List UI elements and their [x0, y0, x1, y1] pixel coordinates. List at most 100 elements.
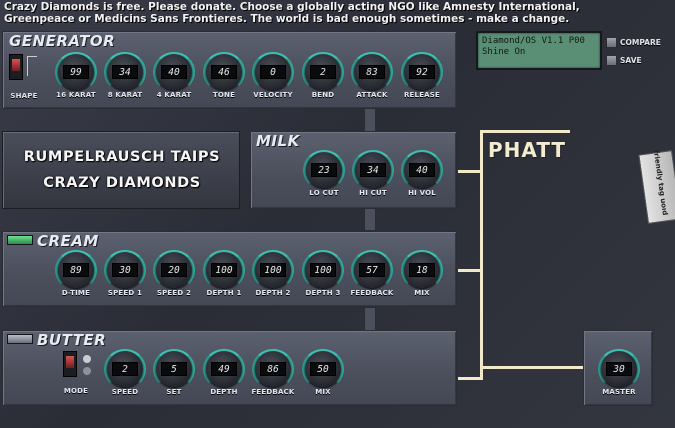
display-line-2: Shine On — [482, 47, 526, 57]
knob-value: 89 — [63, 263, 89, 277]
knob-label: FEEDBACK — [350, 289, 394, 297]
knob-value: 30 — [606, 362, 632, 376]
knob-value: 100 — [260, 263, 286, 277]
knob-8-karat[interactable]: 34 8 KARAT — [104, 52, 146, 100]
knob-16-karat[interactable]: 99 16 KARAT — [55, 52, 97, 100]
knob-label: 4 KARAT — [156, 91, 192, 99]
connector — [364, 307, 376, 331]
knob-label: 8 KARAT — [107, 91, 143, 99]
knob-value: 18 — [409, 263, 435, 277]
butter-title: BUTTER — [37, 331, 107, 349]
knob-label: HI CUT — [359, 189, 387, 197]
mode-switch[interactable] — [63, 351, 77, 377]
connector — [364, 108, 376, 132]
knob-label: SPEED 1 — [107, 289, 143, 297]
mode-indicator-icon — [83, 355, 91, 363]
knob-value: 0 — [260, 65, 286, 79]
knob-label: MIX — [315, 388, 331, 396]
phatt-route — [458, 269, 482, 272]
save-label: SAVE — [620, 56, 642, 65]
knob-value: 100 — [310, 263, 336, 277]
milk-title: MILK — [256, 132, 300, 150]
knob-label: RELEASE — [403, 91, 441, 99]
knob-value: 83 — [359, 65, 385, 79]
knob-value: 50 — [310, 362, 336, 376]
knob-label: HI VOL — [408, 189, 436, 197]
compare-button[interactable] — [606, 37, 617, 48]
mode-indicator-icon — [83, 367, 91, 375]
knob-value: 40 — [409, 163, 435, 177]
phatt-route — [458, 170, 482, 173]
knob-label: SET — [166, 388, 182, 396]
knob-label: MIX — [414, 289, 430, 297]
connector — [364, 207, 376, 231]
knob-label: DEPTH — [210, 388, 238, 396]
butter-led[interactable] — [7, 334, 33, 344]
knob-value: 92 — [409, 65, 435, 79]
knob-value: 34 — [360, 163, 386, 177]
cream-led[interactable] — [7, 235, 33, 245]
knob-value: 34 — [112, 65, 138, 79]
knob-label: DEPTH 3 — [305, 289, 341, 297]
knob-label: FEEDBACK — [251, 388, 295, 396]
phatt-route — [483, 366, 583, 369]
cream-title: CREAM — [37, 232, 99, 250]
shape-switch[interactable] — [9, 54, 23, 80]
knob-label: DEPTH 1 — [206, 289, 242, 297]
display-line-1: Diamond/OS V1.1 P00 — [482, 36, 585, 46]
shape-label: SHAPE — [10, 92, 38, 100]
brand-line-1: RUMPELRAUSCH TAIPS — [23, 149, 221, 165]
knob-value: 57 — [359, 263, 385, 277]
knob-label: 16 KARAT — [56, 91, 96, 99]
brand-line-2: CRAZY DIAMONDS — [43, 175, 201, 191]
brand-box: RUMPELRAUSCH TAIPS CRAZY DIAMONDS — [2, 131, 240, 209]
donation-banner: Crazy Diamonds is free. Please donate. C… — [4, 1, 580, 25]
save-button[interactable] — [606, 55, 617, 66]
knob-label: ATTACK — [356, 91, 388, 99]
knob-value: 2 — [112, 362, 138, 376]
tag-text: friendly tag uoıd — [651, 149, 669, 216]
knob-label: DEPTH 2 — [255, 289, 291, 297]
knob-value: 99 — [63, 65, 89, 79]
knob-hi-vol[interactable]: 40 HI VOL — [401, 150, 443, 198]
knob-value: 30 — [112, 263, 138, 277]
knob-label: D-TIME — [61, 289, 91, 297]
knob-value: 2 — [310, 65, 336, 79]
knob-label: VELOCITY — [253, 91, 293, 99]
knob-label: MASTER — [602, 388, 636, 396]
knob-value: 49 — [211, 362, 237, 376]
knob-label: BEND — [311, 91, 335, 99]
compare-label: COMPARE — [620, 38, 661, 47]
phatt-route — [480, 130, 570, 133]
generator-title: GENERATOR — [9, 32, 116, 50]
knob-hi-cut[interactable]: 34 HI CUT — [352, 150, 394, 198]
phatt-route — [480, 130, 483, 380]
phatt-route — [458, 377, 482, 380]
